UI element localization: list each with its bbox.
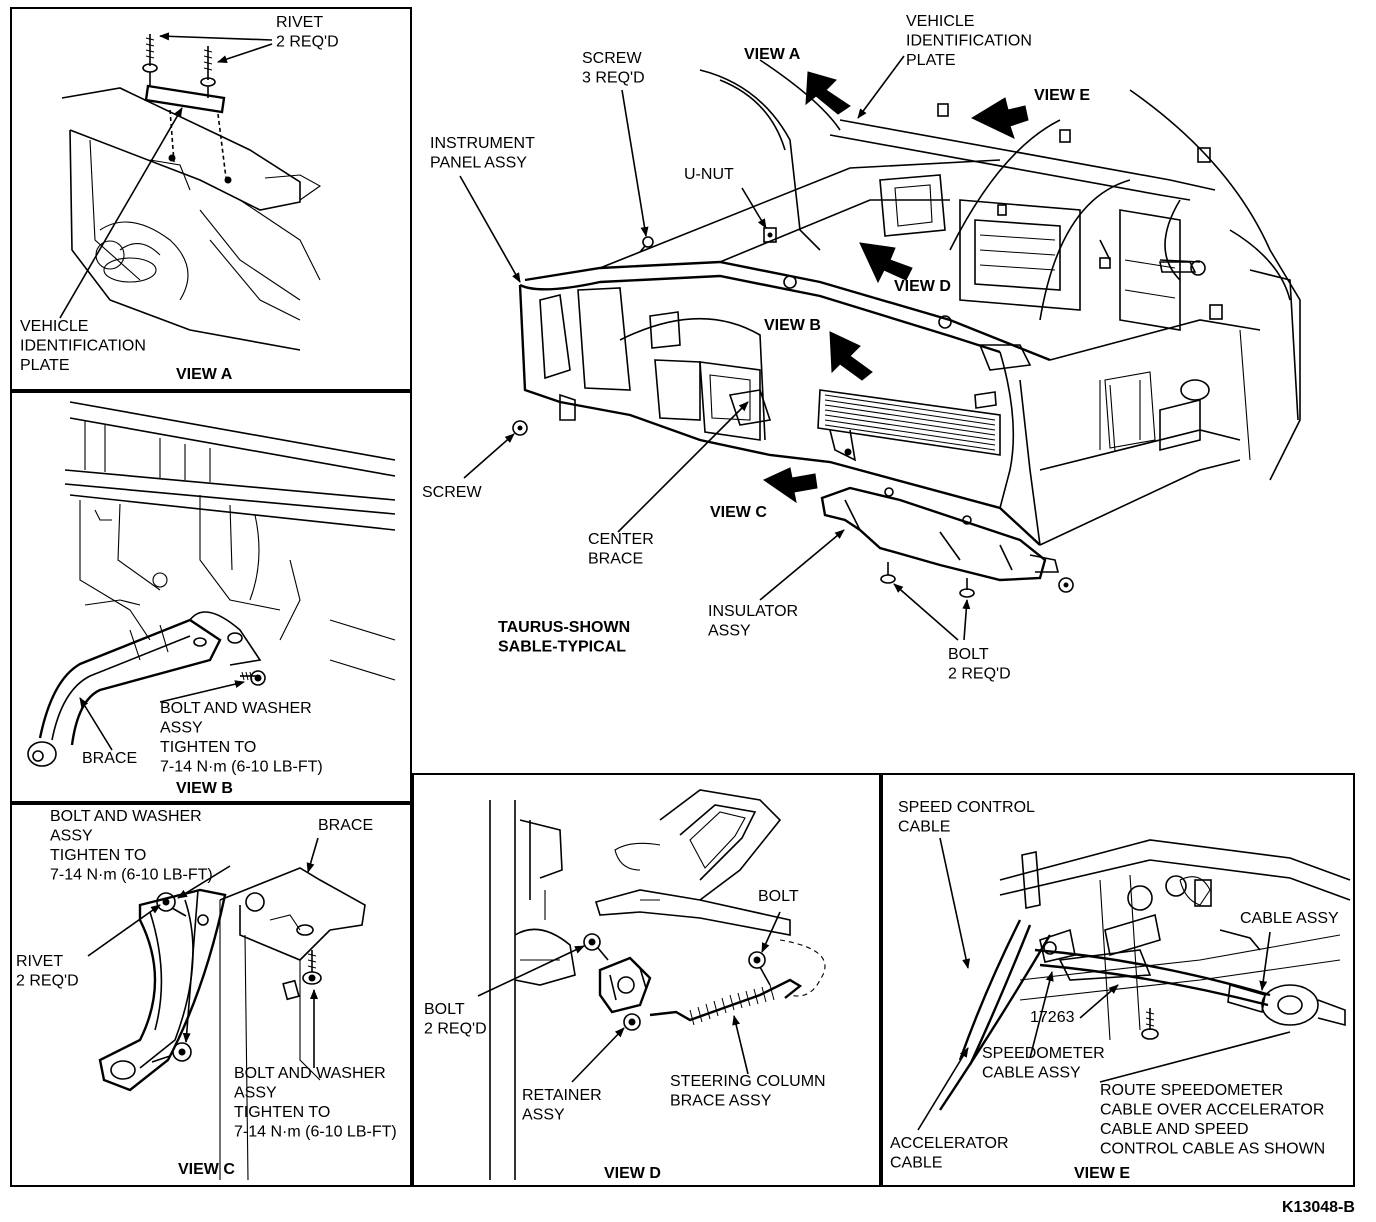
view-a-callout: VIEW A	[744, 46, 801, 63]
view-c-brace-label: BRACE	[318, 817, 373, 834]
view-c-title: VIEW C	[178, 1161, 235, 1178]
figure-id: K13048-B	[1282, 1199, 1355, 1216]
leader-lines	[59, 32, 1291, 1131]
view-e-title: VIEW E	[1074, 1165, 1130, 1182]
view-c-callout: VIEW C	[710, 504, 767, 521]
view-e-panel	[881, 773, 1355, 1187]
view-d-title: VIEW D	[604, 1165, 661, 1182]
u-nut-label: U-NUT	[684, 166, 734, 183]
view-a-panel	[10, 7, 412, 391]
view-a-title: VIEW A	[176, 366, 233, 383]
view-d-drawing	[489, 789, 826, 1180]
main-view-drawing	[512, 59, 1301, 598]
view-b-drawing	[27, 401, 396, 767]
view-b-brace-label: BRACE	[82, 750, 137, 767]
view-b-panel	[10, 391, 412, 803]
view-e-drawing	[939, 839, 1351, 1111]
screw-label: SCREW	[422, 484, 482, 501]
view-e-cable-assy-label: CABLE ASSY	[1240, 910, 1339, 927]
view-d-bolt-label: BOLT	[758, 888, 799, 905]
view-b-callout: VIEW B	[764, 317, 821, 334]
view-d-panel	[412, 773, 881, 1187]
view-e-callout: VIEW E	[1034, 87, 1090, 104]
view-c-drawing	[98, 867, 366, 1181]
view-e-part-number: 17263	[1030, 1009, 1075, 1026]
view-d-callout: VIEW D	[894, 278, 951, 295]
view-a-drawing	[61, 34, 322, 351]
view-b-title: VIEW B	[176, 780, 233, 797]
view-c-panel	[10, 803, 412, 1187]
